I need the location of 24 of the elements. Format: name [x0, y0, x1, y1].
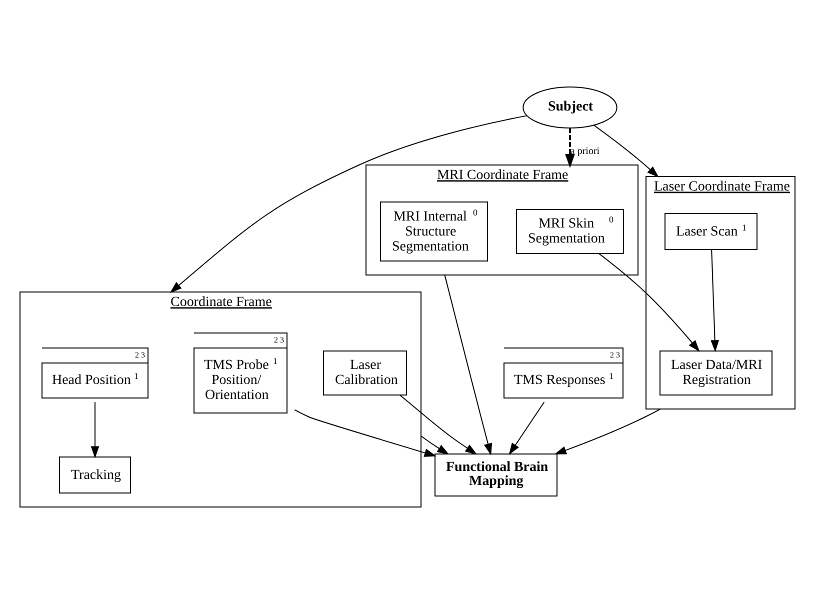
node-box: Tracking [59, 456, 131, 493]
node-ellipse: Subject [522, 86, 618, 128]
arrow [170, 114, 528, 292]
node-box: MRI Internal Structure Segmentation 0 [380, 201, 488, 261]
arrow [710, 248, 720, 352]
node-label: 2 3 [610, 350, 620, 359]
arrow [444, 274, 492, 455]
node-box: Laser Scan 1 [664, 212, 758, 250]
node-box: Laser Data/MRI Registration [660, 350, 772, 395]
node-box: Laser Calibration [323, 350, 407, 395]
arrow [508, 401, 545, 454]
arrow [294, 408, 436, 456]
arrow [598, 252, 700, 352]
arrow [554, 408, 661, 454]
arrow [420, 435, 450, 454]
node-label: 2 3 [135, 350, 145, 359]
arrow [399, 394, 478, 454]
node-label: 2 3 [274, 334, 284, 344]
edge-label: a priori [570, 146, 600, 157]
arrow [565, 128, 575, 168]
arrow [90, 401, 100, 458]
arrow [593, 124, 659, 178]
node-box: Functional Brain Mapping [434, 453, 558, 496]
node-box: MRI Skin Segmentation 0 [516, 208, 624, 254]
